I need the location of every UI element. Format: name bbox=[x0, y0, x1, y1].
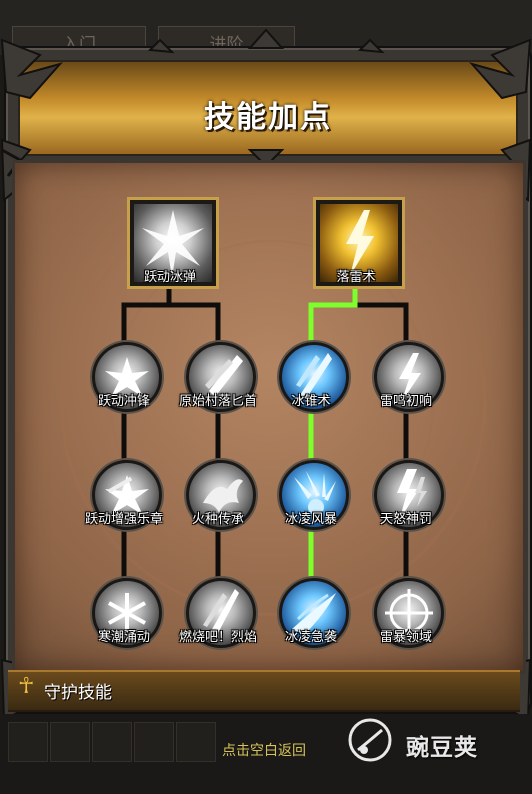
inventory-slot[interactable] bbox=[134, 722, 174, 762]
thunder-icon bbox=[399, 353, 421, 403]
skill-label: 冰凌急袭 bbox=[284, 630, 337, 645]
skill-label: 火种传承 bbox=[191, 512, 244, 527]
firebird-icon bbox=[203, 479, 243, 513]
skill-node[interactable] bbox=[186, 578, 256, 648]
panel-rune-circle bbox=[60, 190, 486, 616]
skill-label: 雷鸣初响 bbox=[379, 394, 432, 409]
skill-label: 天怒神罚 bbox=[379, 512, 432, 527]
skill-label: 跃动冲锋 bbox=[97, 394, 150, 409]
guard-skill-bar[interactable] bbox=[8, 670, 520, 712]
skill-label: 原始村落匕首 bbox=[178, 394, 257, 409]
ice-shard-icon bbox=[296, 353, 332, 399]
skill-node[interactable] bbox=[186, 342, 256, 412]
skill-node[interactable] bbox=[279, 342, 349, 412]
ice-blade-icon bbox=[292, 593, 336, 635]
snowflake-icon bbox=[108, 593, 146, 633]
skill-label: 跃动冰弹 bbox=[143, 270, 196, 285]
inventory-slot[interactable] bbox=[8, 722, 48, 762]
skill-top-thunder[interactable] bbox=[316, 200, 402, 286]
active-skill-path bbox=[308, 282, 358, 582]
skill-label: 寒潮涌动 bbox=[97, 630, 150, 645]
page-title: 技能加点 bbox=[204, 100, 332, 135]
tap-to-return-hint[interactable]: 点击空白返回 bbox=[222, 743, 306, 759]
star-burst-icon bbox=[142, 210, 204, 278]
dialog-header: 技能加点 bbox=[18, 60, 518, 156]
skill-node[interactable] bbox=[279, 460, 349, 530]
skill-label: 冰凌风暴 bbox=[284, 512, 337, 527]
inventory-slot[interactable] bbox=[176, 722, 216, 762]
lightning-icon bbox=[346, 210, 374, 276]
skill-label: 落雷术 bbox=[336, 270, 376, 285]
skill-label: 燃烧吧！烈焰 bbox=[178, 630, 257, 645]
skill-node[interactable] bbox=[374, 460, 444, 530]
flame-spear-icon bbox=[203, 589, 239, 635]
skill-node[interactable] bbox=[92, 342, 162, 412]
skill-node[interactable] bbox=[92, 460, 162, 530]
watermark-text: 豌豆荚 bbox=[406, 735, 478, 761]
burst-sword-icon bbox=[105, 475, 149, 515]
guard-skill-label: 守护技能 bbox=[44, 683, 112, 703]
dagger-icon bbox=[205, 355, 243, 397]
skill-top-ice-bolt[interactable] bbox=[130, 200, 216, 286]
skill-node[interactable] bbox=[186, 460, 256, 530]
skill-label: 雷暴领域 bbox=[379, 630, 432, 645]
target-crosshair-icon bbox=[385, 589, 433, 637]
skill-node[interactable] bbox=[279, 578, 349, 648]
skill-label: 跃动增强乐章 bbox=[84, 512, 163, 527]
inventory-slot[interactable] bbox=[50, 722, 90, 762]
ankh-icon: ☥ bbox=[18, 674, 35, 699]
skill-node[interactable] bbox=[92, 578, 162, 648]
lightning-strike-icon bbox=[397, 469, 427, 521]
burst-charge-icon bbox=[105, 357, 149, 397]
wandoujia-logo-icon bbox=[348, 718, 392, 762]
inventory-slot[interactable] bbox=[92, 722, 132, 762]
skill-node[interactable] bbox=[374, 578, 444, 648]
skill-label: 冰锥术 bbox=[291, 394, 331, 409]
ice-storm-icon bbox=[294, 471, 336, 515]
skill-node[interactable] bbox=[374, 342, 444, 412]
